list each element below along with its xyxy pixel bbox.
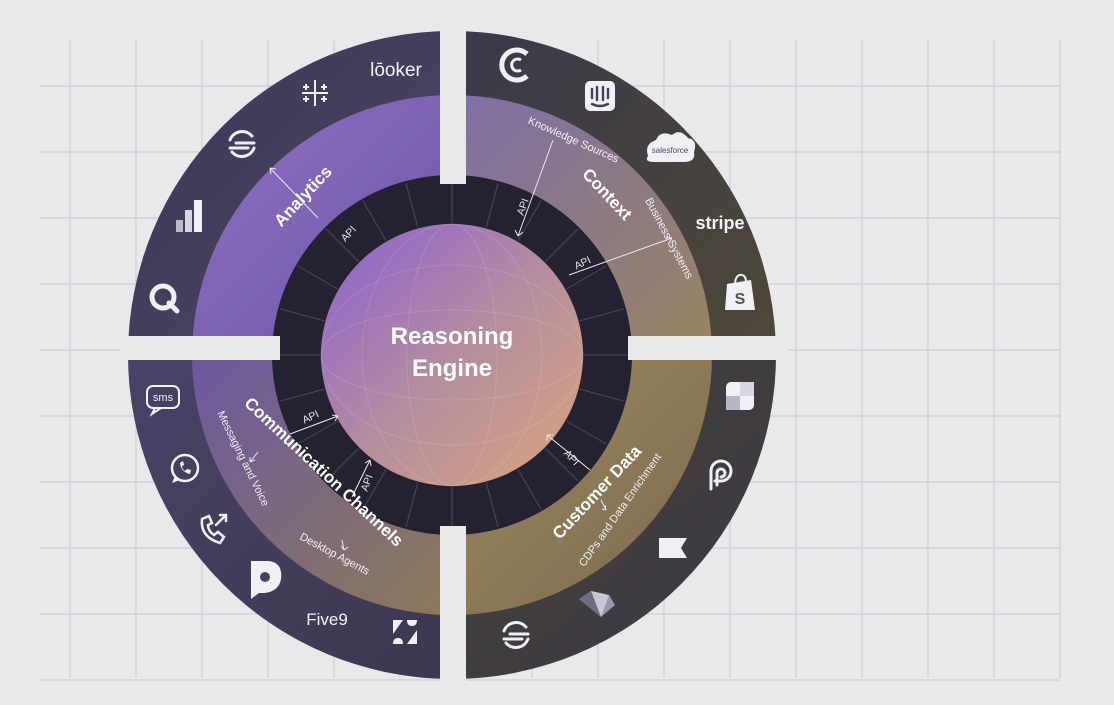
shopify-icon: S bbox=[725, 273, 755, 310]
segment-icon bbox=[228, 130, 256, 158]
ring-tick bbox=[279, 308, 325, 322]
arrow-messaging bbox=[249, 451, 259, 463]
vertical-gap-bottom bbox=[440, 526, 466, 686]
vertical-gap bbox=[440, 20, 466, 184]
core-label-line2: Engine bbox=[412, 355, 492, 382]
outer-ring-analytics bbox=[128, 31, 452, 355]
arrow-analytics bbox=[269, 167, 319, 219]
arrow-customer-data bbox=[546, 434, 591, 471]
sms-icon: sms bbox=[146, 385, 180, 417]
arrow-context-1 bbox=[514, 139, 554, 237]
outer-ring-communication bbox=[128, 355, 452, 679]
arrow-communication-1 bbox=[289, 414, 339, 435]
intercom-icon bbox=[585, 81, 615, 111]
tableau-icon bbox=[302, 80, 328, 106]
arrow-context-2 bbox=[568, 236, 673, 276]
api-arrows bbox=[249, 139, 673, 551]
api-label-context-1: API bbox=[515, 197, 532, 217]
api-label-communication-2: API bbox=[359, 473, 376, 493]
coda-icon bbox=[499, 47, 529, 83]
dialpad-icon bbox=[251, 561, 282, 599]
ring-tick bbox=[566, 420, 607, 445]
svg-text:S: S bbox=[735, 291, 746, 308]
ring-tick bbox=[517, 469, 542, 510]
ring-tick bbox=[579, 388, 625, 402]
ring-tick bbox=[279, 388, 325, 402]
ring-tick bbox=[405, 182, 419, 228]
ring-tick bbox=[362, 200, 387, 241]
ring-tick bbox=[517, 200, 542, 241]
arrow-cdps bbox=[600, 499, 607, 511]
middle-ring-context bbox=[452, 95, 712, 355]
ring-tick bbox=[485, 482, 499, 528]
ring-tick bbox=[405, 482, 419, 528]
segment-icon-bottom bbox=[502, 621, 530, 649]
ring-tick bbox=[579, 308, 625, 322]
whatsapp-icon bbox=[170, 453, 200, 483]
ring-tick bbox=[362, 469, 387, 510]
ring-tick bbox=[566, 265, 607, 290]
arrow-communication-2 bbox=[351, 459, 372, 498]
arrow-desktop bbox=[340, 539, 349, 551]
middle-ring-customer-data bbox=[452, 355, 712, 615]
mixpanel-icon bbox=[176, 200, 202, 232]
core-globe-lines bbox=[320, 223, 584, 487]
ring-tick bbox=[297, 265, 338, 290]
reasoning-engine-core bbox=[321, 224, 583, 486]
ring-segments bbox=[128, 31, 776, 679]
gem-icon bbox=[579, 591, 615, 617]
window-icon bbox=[726, 382, 754, 410]
ring-tick bbox=[544, 228, 579, 263]
horizontal-gap-right bbox=[628, 336, 788, 360]
ring-tick bbox=[544, 447, 579, 482]
klaviyo-icon bbox=[659, 538, 687, 558]
ring-tick bbox=[325, 447, 360, 482]
sms-label: sms bbox=[153, 392, 174, 404]
pipedream-icon bbox=[709, 459, 733, 491]
ring-tick bbox=[297, 420, 338, 445]
middle-ring-communication bbox=[192, 355, 452, 615]
five9-logo: Five9 bbox=[306, 610, 348, 629]
core-label-line1: Reasoning bbox=[391, 323, 514, 350]
qlik-icon bbox=[149, 283, 180, 314]
ring-tick bbox=[325, 228, 360, 263]
middle-ring-analytics bbox=[192, 95, 452, 355]
horizontal-gap bbox=[120, 336, 280, 360]
salesforce-icon: salesforce bbox=[646, 132, 696, 162]
looker-logo: lōoker bbox=[370, 60, 422, 81]
salesforce-logo: salesforce bbox=[652, 146, 689, 155]
dark-ring-ticks bbox=[274, 177, 630, 533]
phone-icon bbox=[200, 513, 228, 545]
ring-tick bbox=[485, 182, 499, 228]
stripe-logo: stripe bbox=[695, 213, 744, 233]
zendesk-icon bbox=[393, 620, 417, 644]
